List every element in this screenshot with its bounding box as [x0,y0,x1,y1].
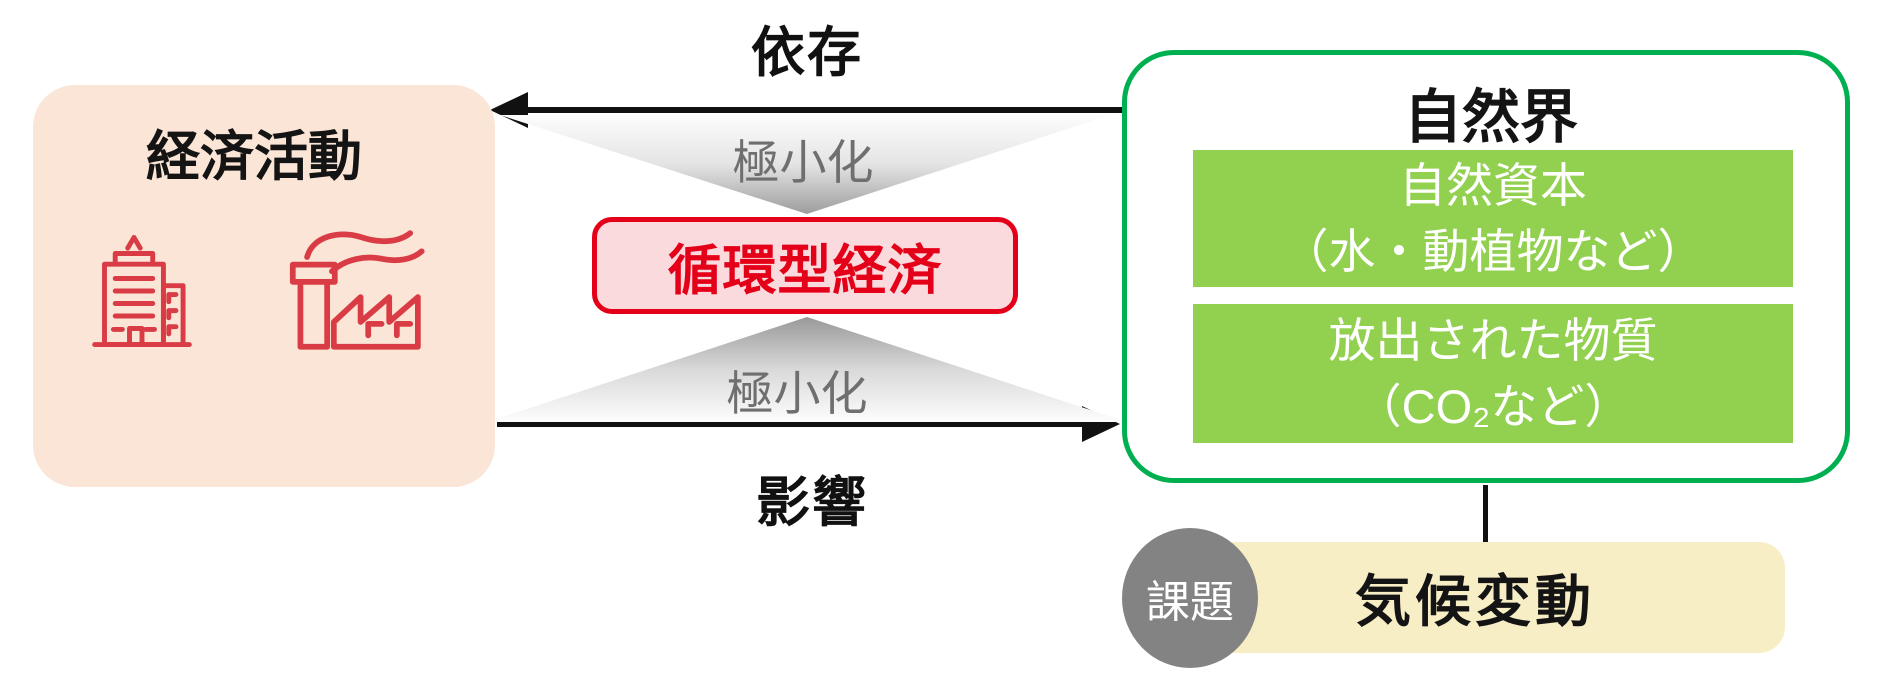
circular-economy-box: 循環型経済 [592,217,1018,314]
issue-badge: 課題 [1122,528,1258,668]
dependence-arrow-line [524,107,1122,113]
natural-world-box: 自然界 自然資本 （水・動植物など） 放出された物質 （CO₂など） [1122,50,1850,483]
nature-climate-connector-line [1483,485,1488,544]
natural-capital-line2: （水・動植物など） [1281,224,1705,278]
natural-capital-box: 自然資本 （水・動植物など） [1193,150,1793,287]
building-icon [92,234,192,348]
economic-activity-title: 経済活動 [146,127,362,187]
circular-economy-label: 循環型経済 [667,241,943,301]
released-substances-box: 放出された物質 （CO₂など） [1193,304,1793,443]
climate-change-label: 気候変動 [1355,570,1595,633]
minimize-label-top: 極小化 [732,136,874,189]
minimize-label-bottom: 極小化 [726,367,868,420]
natural-world-title: 自然界 [1403,85,1579,150]
impact-arrow-line [497,421,1087,427]
economic-activity-box: 経済活動 [33,85,495,487]
impact-label: 影響 [756,473,868,533]
climate-change-box: 気候変動 [1210,542,1785,653]
economy-icon-group [33,227,495,352]
issue-badge-label: 課題 [1146,578,1234,627]
natural-capital-line1: 自然資本 [1399,158,1587,212]
factory-icon [289,230,425,350]
released-substances-line2: （CO₂など） [1354,379,1632,433]
dependence-arrowhead-icon [490,92,528,128]
dependence-label: 依存 [751,23,863,83]
released-substances-line1: 放出された物質 [1328,313,1658,367]
